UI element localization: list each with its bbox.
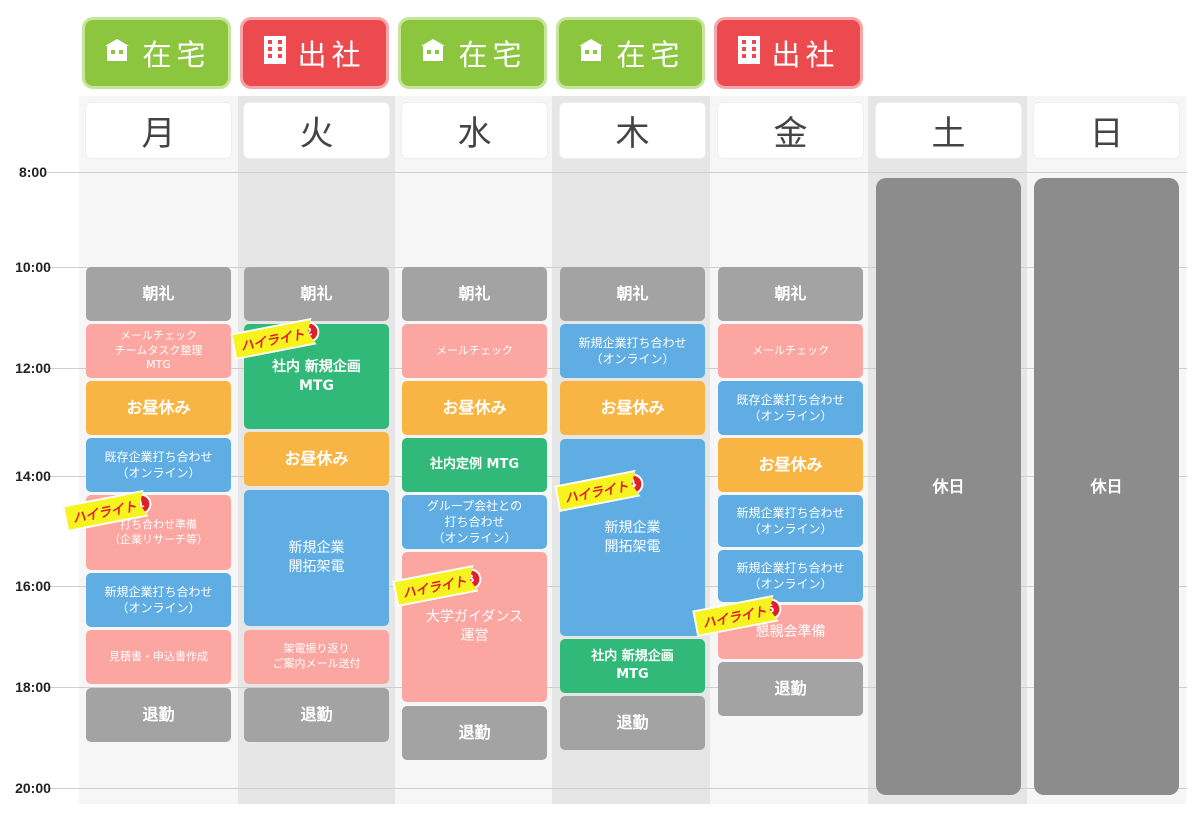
hour-label: 8:00: [18, 164, 48, 180]
event-block: 社内定例 MTG: [402, 438, 547, 492]
work-mode-badge-mon: 在宅: [82, 17, 231, 89]
event-block: お昼休み: [402, 381, 547, 435]
work-mode-label: 在宅: [142, 38, 211, 72]
event-block: 社内 新規企画 MTG: [560, 639, 705, 693]
event-block: メールチェック: [718, 324, 863, 378]
event-block: 架電振り返り ご案内メール送付: [244, 630, 389, 684]
work-mode-badge-thu: 在宅: [556, 17, 705, 89]
hour-label: 14:00: [15, 468, 51, 484]
house-icon: [576, 36, 606, 70]
work-mode-badge-wed: 在宅: [398, 17, 547, 89]
event-block: お昼休み: [718, 438, 863, 492]
day-header-fri: 金: [718, 103, 863, 158]
holiday-block: 休日: [876, 178, 1021, 795]
day-header-tue: 火: [244, 103, 389, 158]
work-mode-badge-fri: 出社: [714, 17, 863, 89]
day-header-thu: 木: [560, 103, 705, 158]
event-block: 既存企業打ち合わせ （オンライン）: [86, 438, 231, 492]
event-block: 退勤: [560, 696, 705, 750]
event-block: 新規企業打ち合わせ （オンライン）: [718, 550, 863, 602]
hour-label: 16:00: [15, 578, 51, 594]
event-block: 朝礼: [86, 267, 231, 321]
work-mode-label: 出社: [297, 38, 366, 72]
day-header-sun: 日: [1034, 103, 1179, 158]
building-icon: [263, 35, 287, 72]
event-block: メールチェック チームタスク整理 MTG: [86, 324, 231, 378]
house-icon: [418, 36, 448, 70]
house-icon: [102, 36, 132, 70]
hour-line: [47, 788, 1187, 789]
work-mode-label: 在宅: [616, 38, 685, 72]
event-block: グループ会社との 打ち合わせ （オンライン）: [402, 495, 547, 549]
hour-label: 20:00: [15, 780, 51, 796]
work-mode-label: 出社: [771, 38, 840, 72]
event-block: 新規企業打ち合わせ （オンライン）: [560, 324, 705, 378]
hour-label: 10:00: [15, 259, 51, 275]
event-block: 見積書・申込書作成: [86, 630, 231, 684]
day-header-mon: 月: [86, 103, 231, 158]
event-block: 退勤: [718, 662, 863, 716]
hour-label: 18:00: [15, 679, 51, 695]
hour-label: 12:00: [15, 360, 51, 376]
event-block: 朝礼: [560, 267, 705, 321]
event-block: 新規企業打ち合わせ （オンライン）: [718, 495, 863, 547]
building-icon: [737, 35, 761, 72]
event-block: 新規企業 開拓架電: [560, 439, 705, 636]
event-block: 退勤: [86, 688, 231, 742]
event-block: 既存企業打ち合わせ （オンライン）: [718, 381, 863, 435]
event-block: お昼休み: [244, 432, 389, 486]
event-block: 退勤: [244, 688, 389, 742]
event-block: メールチェック: [402, 324, 547, 378]
event-block: 新規企業 開拓架電: [244, 490, 389, 626]
work-mode-label: 在宅: [458, 38, 527, 72]
holiday-block: 休日: [1034, 178, 1179, 795]
event-block: 退勤: [402, 706, 547, 760]
event-block: 朝礼: [244, 267, 389, 321]
hour-line: [47, 172, 1187, 173]
day-header-sat: 土: [876, 103, 1021, 158]
event-block: 朝礼: [402, 267, 547, 321]
day-header-wed: 水: [402, 103, 547, 158]
event-block: お昼休み: [560, 381, 705, 435]
event-block: お昼休み: [86, 381, 231, 435]
event-block: 新規企業打ち合わせ （オンライン）: [86, 573, 231, 627]
work-mode-badge-tue: 出社: [240, 17, 389, 89]
event-block: 朝礼: [718, 267, 863, 321]
